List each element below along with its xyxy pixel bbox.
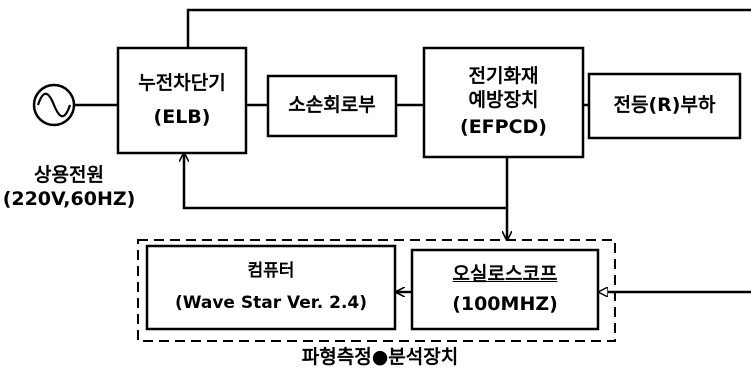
- elb-label: 누전차단기 (ELB): [118, 48, 246, 153]
- efpcd-abbr: (EFPCD): [460, 116, 547, 139]
- load-name: 전등(R)부하: [613, 94, 716, 117]
- ac-source-icon: [32, 83, 76, 127]
- efpcd-box: [422, 46, 585, 159]
- loss-circuit-box: [266, 74, 398, 138]
- oscilloscope-box: [410, 248, 600, 331]
- measurement-group-title: 파형측정●분석장치: [301, 346, 459, 369]
- wire-top-return: [186, 8, 751, 48]
- computer-name: 컴퓨터: [247, 261, 295, 282]
- efpcd-label: 전기화재 예방장치 (EFPCD): [424, 48, 583, 157]
- source-label: 상용전원 (220V,60HZ): [0, 160, 138, 216]
- elb-abbr: (ELB): [153, 105, 211, 128]
- loss-circuit-label: 소손회로부: [268, 76, 396, 136]
- oscilloscope-name: 오실로스코프: [452, 262, 558, 285]
- source-spec: (220V,60HZ): [2, 188, 136, 210]
- load-box: [587, 72, 742, 140]
- wire-feedback-elb: [184, 153, 507, 210]
- wiring: [74, 8, 751, 292]
- loss-circuit-name: 소손회로부: [288, 94, 376, 117]
- elb-name: 누전차단기: [138, 71, 226, 94]
- measurement-group-border: [137, 239, 616, 342]
- computer-label: 컴퓨터 (Wave Star Ver. 2.4): [147, 246, 395, 329]
- elb-box: [116, 46, 248, 155]
- computer-box: [145, 244, 397, 331]
- load-label: 전등(R)부하: [589, 74, 740, 138]
- oscilloscope-label: 오실로스코프 (100MHZ): [412, 250, 598, 329]
- source-name: 상용전원: [34, 164, 104, 187]
- computer-software: (Wave Star Ver. 2.4): [174, 292, 368, 313]
- measurement-group-label: 파형측정●분석장치: [230, 342, 530, 374]
- efpcd-name-line2: 예방장치: [468, 88, 539, 111]
- efpcd-name-line1: 전기화재: [468, 64, 539, 87]
- oscilloscope-bandwidth: (100MHZ): [452, 292, 558, 315]
